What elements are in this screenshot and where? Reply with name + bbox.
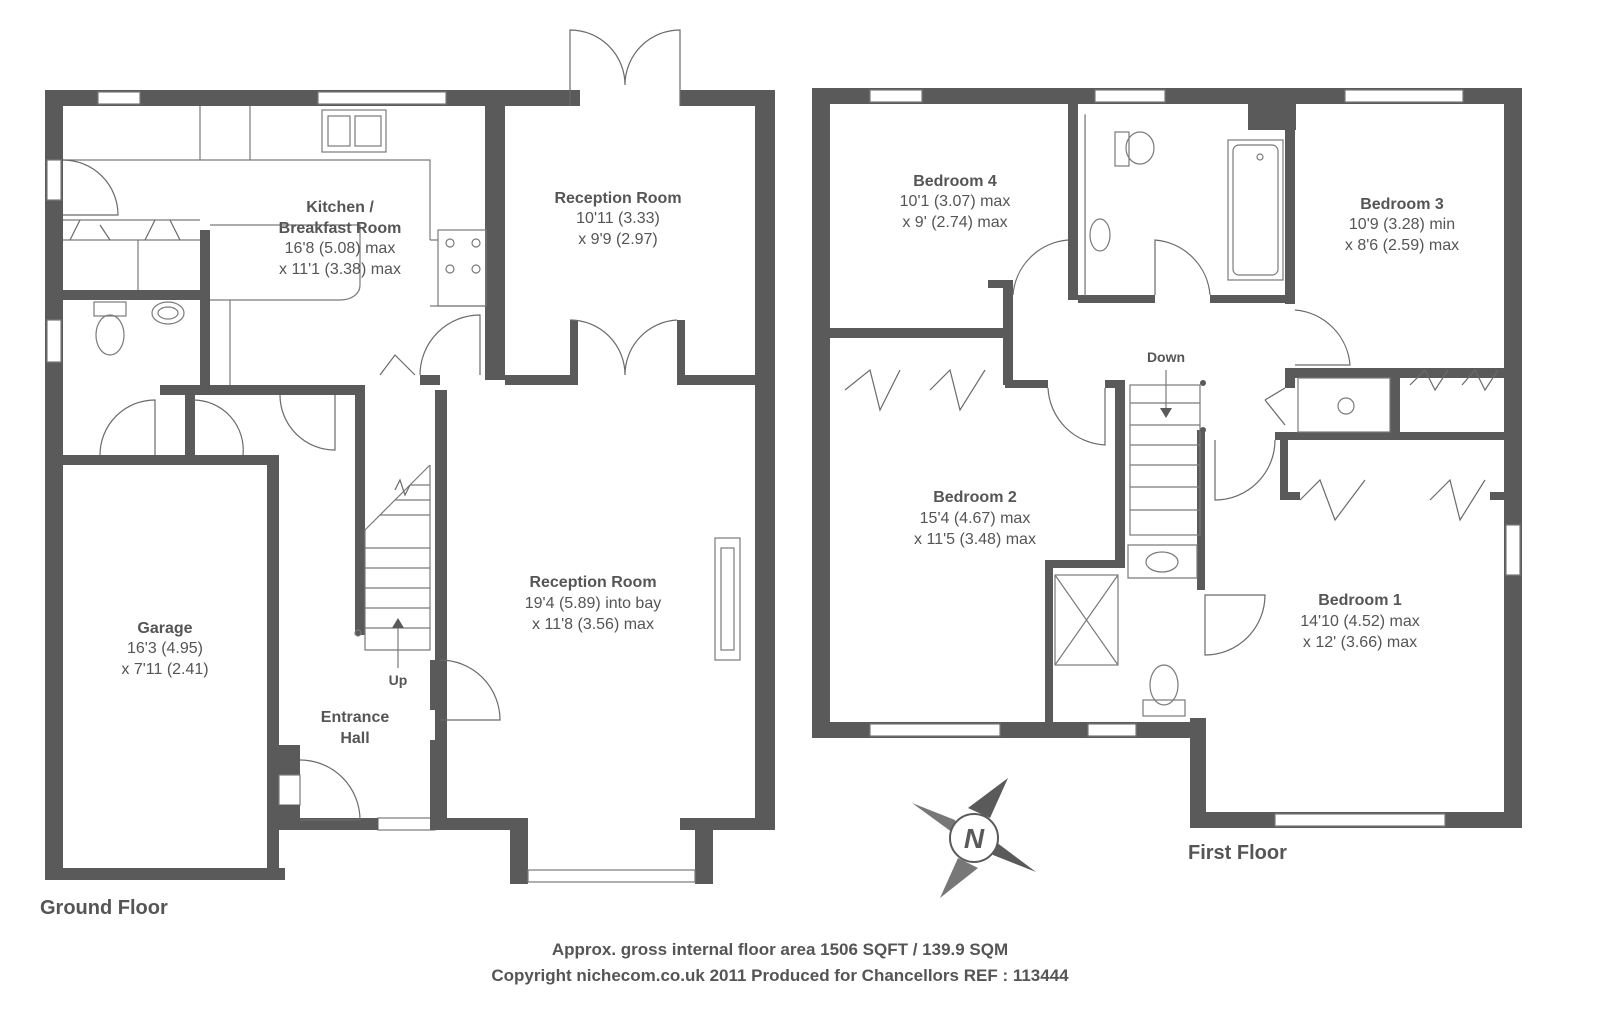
bedroom4-dim1: 10'1 (3.07) max	[900, 193, 1011, 210]
bedroom2-name: Bedroom 2	[933, 489, 1017, 506]
bedroom4-name: Bedroom 4	[913, 173, 997, 190]
reception-main-dim2: x 11'8 (3.56) max	[532, 616, 654, 633]
garage-dim1: 16'3 (4.95)	[127, 640, 203, 657]
compass-letter: N	[964, 823, 985, 854]
copyright-note: Copyright nichecom.co.uk 2011 Produced f…	[491, 966, 1069, 985]
bedroom1-dim2: x 12' (3.66) max	[1303, 634, 1417, 651]
bedroom3-dim1: 10'9 (3.28) min	[1349, 216, 1455, 233]
bedroom1-dim1: 14'10 (4.52) max	[1300, 613, 1420, 630]
first-floor-plan: N	[812, 88, 1522, 898]
reception-top-dim1: 10'11 (3.33)	[576, 210, 660, 227]
garage-name: Garage	[137, 620, 192, 637]
reception-main-dim1: 19'4 (5.89) into bay	[525, 595, 661, 612]
ground-floor-title: Ground Floor	[40, 897, 168, 919]
first-floor-title: First Floor	[1188, 842, 1287, 864]
ground-floor-plan	[45, 29, 775, 884]
reception-top-name: Reception Room	[554, 190, 681, 207]
garage-dim2: x 7'11 (2.41)	[121, 661, 208, 678]
bedroom1-name: Bedroom 1	[1318, 592, 1402, 609]
stairs-down-label: Down	[1147, 349, 1185, 365]
bedroom3-name: Bedroom 3	[1360, 196, 1444, 213]
stairs-up-label: Up	[389, 672, 408, 688]
reception-main-name: Reception Room	[529, 574, 656, 591]
compass-icon: N	[912, 778, 1036, 898]
kitchen-name-line2: Breakfast Room	[279, 220, 402, 237]
bedroom4-dim2: x 9' (2.74) max	[902, 214, 1007, 231]
entrance-hall-name-line2: Hall	[340, 730, 369, 747]
reception-top-dim2: x 9'9 (2.97)	[578, 231, 658, 248]
kitchen-dim-line2: x 11'1 (3.38) max	[279, 261, 401, 278]
entrance-hall-name-line1: Entrance	[321, 709, 390, 726]
bedroom2-dim1: 15'4 (4.67) max	[920, 510, 1031, 527]
kitchen-name-line1: Kitchen /	[306, 199, 374, 216]
bedroom2-dim2: x 11'5 (3.48) max	[914, 531, 1036, 548]
floor-area-note: Approx. gross internal floor area 1506 S…	[552, 940, 1008, 959]
bedroom3-dim2: x 8'6 (2.59) max	[1345, 237, 1459, 254]
kitchen-dim-line1: 16'8 (5.08) max	[285, 240, 396, 257]
